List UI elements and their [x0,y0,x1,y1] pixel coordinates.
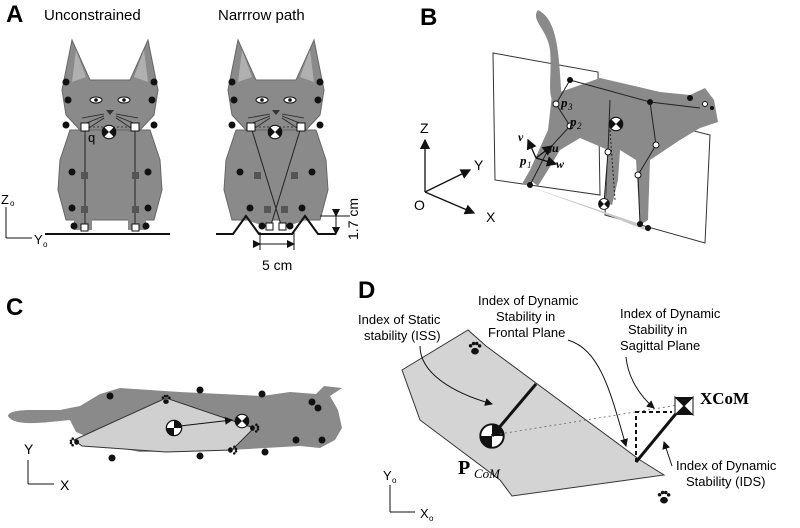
frontal-text-3: Frontal Plane [488,325,565,340]
axis-z-sub: o [10,199,15,208]
narrow-path-ground [216,214,336,235]
support-shadow [522,184,650,232]
p3-sub: 3 [567,102,573,112]
d-y-sub: o [392,476,397,485]
panel-d: D XCoM P CoM Index of Static stability (… [358,277,777,523]
xcom-label: XCoM [700,389,749,408]
p1-label: p [519,153,527,168]
narrow-path-title: Narrrow path [218,7,305,24]
q-label: q [88,130,95,145]
panel-d-letter: D [358,277,375,304]
sagittal-text-2: Stability in [628,322,687,337]
b-y-label: Y [474,157,484,173]
axis-y-label: Y [34,232,43,247]
ids-text-2: Stability (IDS) [686,474,765,489]
panel-a: A Unconstrained Narrrow path [1,1,361,273]
p1-sub: 1 [527,160,532,170]
b-origin-label: O [414,197,425,213]
xcom-marker [674,395,694,417]
unconstrained-title: Unconstrained [44,7,141,24]
d-support-polygon [401,329,666,497]
panel-c-letter: C [6,294,23,321]
b-y-axis [424,169,472,193]
c-y-label: Y [24,441,34,457]
width-label: 5 cm [262,257,292,273]
pcom-sub: CoM [474,466,501,481]
u-label: u [552,141,559,155]
sagittal-text-3: Sagittal Plane [620,338,700,353]
panel-a-letter: A [6,1,23,28]
p3-label: p [560,95,568,110]
axis-y-sub: o [43,240,48,249]
w-label: w [556,157,565,171]
p2-label: p [569,114,577,129]
v-label: v [518,130,524,144]
axis-z-label: Z [1,192,9,207]
cat-side [522,10,718,231]
d-x-sub: o [429,514,434,523]
cat-front-unconstrained: q [57,39,163,232]
panel-b-letter: B [420,4,437,31]
ids-text-1: Index of Dynamic [676,458,777,473]
c-x-label: X [60,477,70,493]
p2-sub: 2 [577,121,582,131]
pcom-label: P [458,457,470,479]
panel-c: C Y X [6,294,342,493]
d-y-label: Y [383,468,392,483]
iss-text-2: stability (ISS) [364,328,441,343]
cat-front-narrow [223,39,329,231]
sagittal-plane [492,52,601,196]
d-x-label: X [420,506,429,521]
sagittal-text-1: Index of Dynamic [620,306,721,321]
height-label: 1.7 cm [345,198,361,240]
panel-b: B [414,4,718,244]
b-x-axis [424,191,476,215]
b-x-label: X [486,209,496,225]
iss-text-1: Index of Static [358,312,441,327]
b-z-label: Z [420,120,429,136]
iss-line [490,383,538,437]
frontal-text-1: Index of Dynamic [478,293,579,308]
frontal-text-2: Stability in [496,309,555,324]
